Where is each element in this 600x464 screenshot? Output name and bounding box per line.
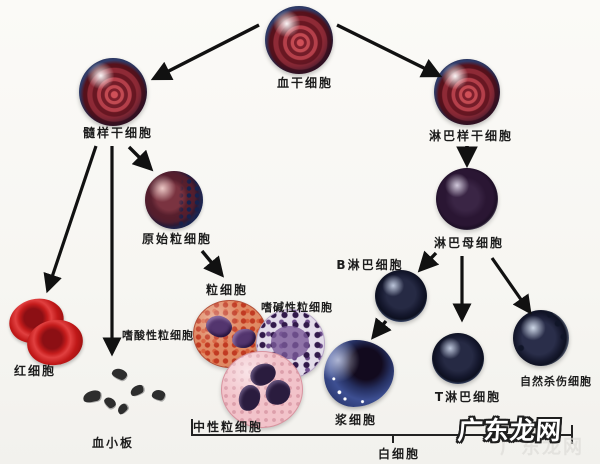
cell-lymphoid-stem: [434, 59, 500, 125]
label-rbc: 红细胞: [13, 364, 57, 378]
label-wbc-group: 白细胞: [377, 447, 421, 461]
cell-plasma: [324, 340, 394, 407]
label-natural-killer: 自然杀伤细胞: [520, 375, 592, 388]
cell-b-lymphocyte: [375, 270, 427, 322]
watermark-echo: 广东龙网: [500, 436, 585, 458]
arrow-myeloid-to-myeloblast: [127, 145, 154, 172]
label-lymphoid-stem-cell: 淋巴样干细胞: [428, 129, 514, 143]
cell-lymphoblast: [436, 168, 498, 230]
cell-blood-stem: [265, 6, 333, 74]
arrow-bcell-to-plasma: [371, 317, 392, 340]
label-myeloid-stem-cell: 髓样干细胞: [82, 126, 154, 140]
label-b-lymphocyte: B淋巴细胞: [336, 258, 404, 272]
label-plasma-cell: 浆细胞: [334, 413, 378, 427]
arrow-stem-to-myeloid: [150, 23, 260, 81]
wbc-bracket: [191, 419, 573, 436]
label-granulocyte: 粒细胞: [205, 283, 249, 297]
label-blood-stem-cell: 血干细胞: [276, 76, 334, 90]
label-platelet: 血小板: [91, 436, 135, 450]
label-basophil: 嗜碱性粒细胞: [261, 301, 333, 314]
watermark-gdlong: 广东龙网: [456, 415, 564, 446]
label-lymphoblast: 淋巴母细胞: [433, 236, 505, 250]
cell-neutrophil: [221, 351, 303, 428]
cell-natural-killer: [513, 310, 569, 366]
cell-t-lymphocyte: [432, 333, 484, 384]
label-myeloblast: 原始粒细胞: [141, 232, 213, 246]
arrow-lymphoblast-to-bcell: [417, 250, 440, 273]
arrow-stem-to-lymphoid: [336, 23, 443, 78]
arrow-myeloblast-to-granulocyte: [200, 249, 225, 278]
arrow-lymphoblast-to-nk: [490, 257, 532, 315]
cell-myeloid-stem: [79, 58, 147, 126]
label-eosinophil: 嗜酸性粒细胞: [122, 329, 194, 342]
label-t-lymphocyte: T淋巴细胞: [434, 390, 502, 404]
arrow-myeloid-to-rbc: [43, 145, 98, 294]
cell-myeloblast: [145, 171, 203, 229]
label-neutrophil: 中性粒细胞: [192, 420, 264, 434]
